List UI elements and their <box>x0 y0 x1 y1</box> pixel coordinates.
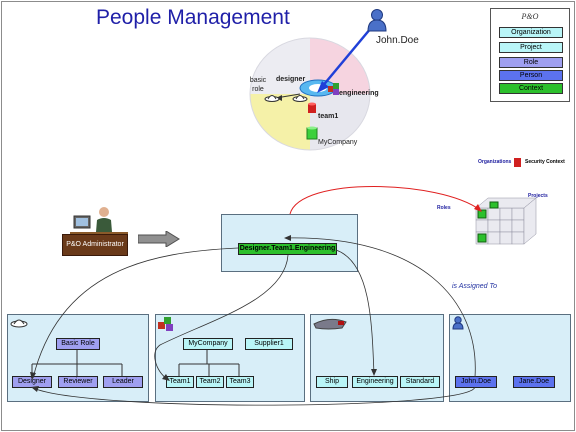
ship-icon <box>313 318 347 330</box>
cube-roles: Roles <box>437 205 451 211</box>
assignment-arrow <box>317 27 372 93</box>
designer-hat-icon <box>292 95 308 102</box>
designer-label: designer <box>276 76 306 83</box>
slide-title: People Management <box>96 6 290 29</box>
legend-context: Context <box>499 83 563 94</box>
role-basic-role: Basic Role <box>56 338 100 350</box>
person-john-doe: John.Doe <box>455 376 497 388</box>
context-node: Designer.Team1.Engineering <box>238 243 337 255</box>
legend-role: Role <box>499 57 563 68</box>
basic-role-label: basic role <box>249 77 267 93</box>
org-team2: Team2 <box>196 376 224 388</box>
legend-title: P&O <box>521 12 539 21</box>
role-reviewer: Reviewer <box>58 376 98 388</box>
person-jane-doe: Jane.Doe <box>513 376 555 388</box>
org-mycompany: MyCompany <box>183 338 233 350</box>
admin-arrow <box>138 231 180 247</box>
project-engineering: Engineering <box>352 376 398 388</box>
project-standard: Standard <box>400 376 440 388</box>
role-leader: Leader <box>103 376 143 388</box>
org-supplier1: Supplier1 <box>245 338 293 350</box>
project-ship: Ship <box>316 376 348 388</box>
company-cylinder-icon <box>306 126 318 140</box>
role-hat-icon <box>264 95 280 102</box>
user-name-label: John.Doe <box>376 35 419 46</box>
company-label: MyCompany <box>318 139 358 146</box>
team-label: team1 <box>318 113 339 120</box>
person-icon <box>367 9 387 32</box>
organization-cubes-icon <box>158 317 173 331</box>
org-team3: Team3 <box>226 376 254 388</box>
legend: P&O Organization Project Role Person Con… <box>490 8 570 102</box>
org-team1: Team1 <box>166 376 194 388</box>
context-circle-diagram <box>249 37 371 151</box>
cube-organizations: Organizations <box>478 159 512 165</box>
person-icon-small <box>452 316 464 330</box>
legend-person: Person <box>499 70 563 81</box>
cube-security-context: Security Context <box>525 159 565 165</box>
legend-project: Project <box>499 42 563 53</box>
assigned-to-label: is Assigned To <box>452 283 498 290</box>
role-hat-icon-small <box>10 319 28 328</box>
security-context-cube <box>475 158 537 245</box>
admin-desk-label: P&O Administrator <box>62 234 128 256</box>
team-cylinder-icon <box>308 102 316 113</box>
engineering-cubes-icon <box>328 83 339 95</box>
engineering-label: engineering <box>339 90 379 97</box>
legend-organization: Organization <box>499 27 563 38</box>
cube-projects: Projects <box>528 193 548 199</box>
